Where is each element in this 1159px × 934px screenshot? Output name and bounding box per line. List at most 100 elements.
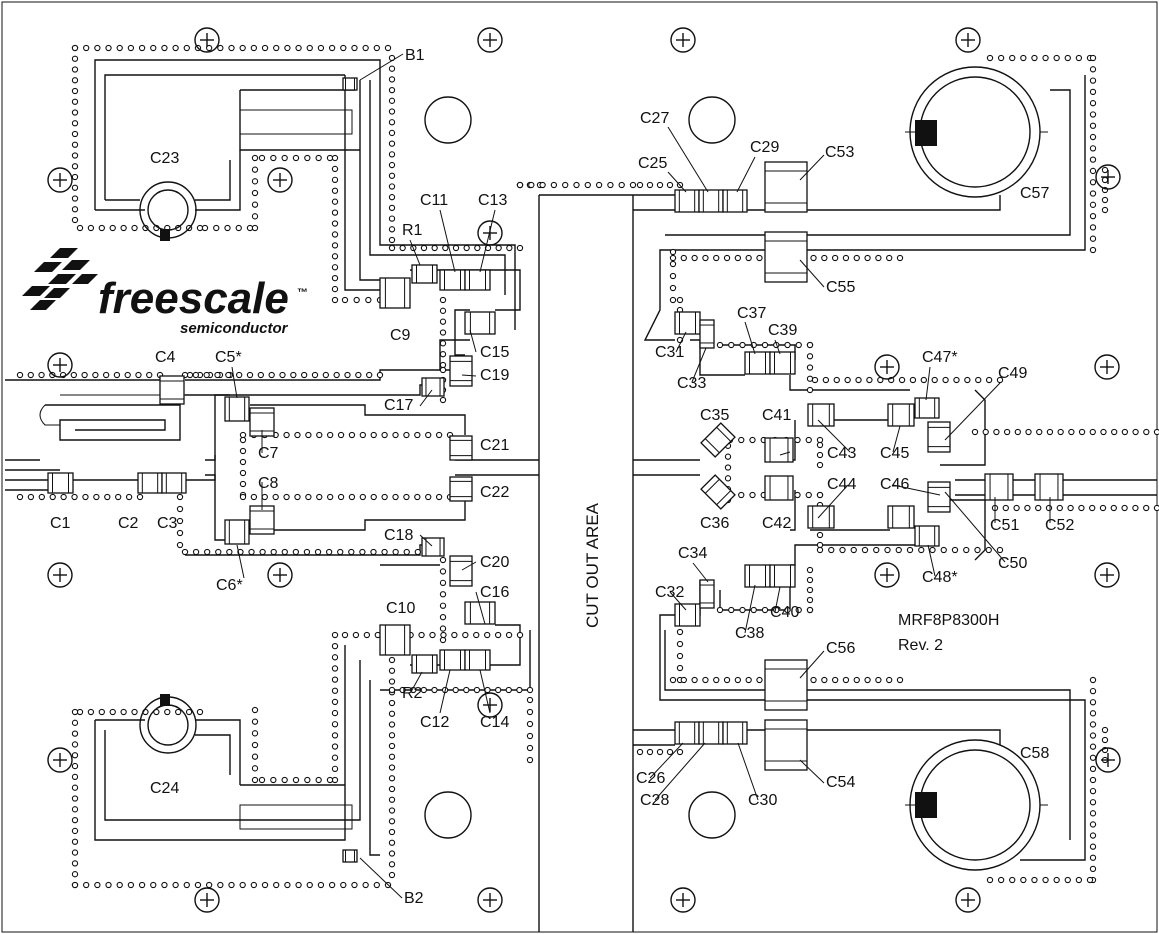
via-icon: [92, 371, 99, 379]
via-icon: [311, 371, 319, 379]
leader-line: [817, 484, 849, 519]
via-icon: [1089, 810, 1097, 817]
via-icon: [806, 375, 814, 382]
via-icon: [816, 491, 824, 499]
smd-capacitor-icon: [464, 269, 491, 291]
via-icon: [71, 871, 79, 878]
via-icon: [366, 371, 373, 379]
smd-capacitor-icon: [464, 649, 491, 671]
via-icon: [1089, 246, 1097, 254]
via-icon: [724, 453, 732, 460]
via-icon: [251, 154, 259, 162]
via-icon: [331, 220, 339, 227]
via-icon: [986, 54, 994, 62]
via-icon: [516, 244, 524, 252]
label-C17: C17: [384, 397, 413, 414]
via-icon: [388, 129, 396, 137]
via-icon: [71, 762, 79, 770]
plus-circle-icon: [47, 167, 73, 193]
trimmer-inner-icon: [147, 189, 189, 231]
via-icon: [365, 296, 372, 304]
via-icon: [669, 254, 677, 262]
label-C29: C29: [750, 139, 779, 156]
chip-capacitor-icon: [379, 624, 411, 656]
via-icon: [975, 376, 982, 384]
via-icon: [1143, 504, 1150, 512]
via-icon: [331, 665, 339, 672]
via-icon: [1101, 726, 1109, 734]
via-icon: [392, 493, 399, 501]
via-icon: [1089, 122, 1097, 129]
via-icon: [388, 161, 396, 169]
via-icon: [1078, 428, 1086, 436]
via-icon: [250, 493, 258, 501]
via-icon: [331, 687, 339, 694]
via-icon: [326, 154, 334, 162]
via-icon: [388, 678, 396, 685]
large-hole-icon: [688, 791, 736, 839]
via-icon: [669, 676, 677, 684]
via-icon: [172, 881, 179, 889]
via-icon: [1089, 787, 1097, 795]
label-C54: C54: [826, 774, 855, 791]
leader-line: [944, 382, 1001, 441]
via-icon: [756, 676, 763, 684]
smd-capacitor-icon: [137, 472, 163, 494]
via-icon: [290, 371, 297, 379]
via-icon: [526, 720, 534, 728]
via-icon: [806, 586, 814, 594]
label-C45: C45: [880, 445, 909, 462]
label-C21: C21: [480, 437, 509, 454]
via-icon: [71, 195, 79, 202]
leader-line: [892, 425, 901, 453]
via-icon: [439, 591, 447, 598]
plus-circle-icon: [1095, 747, 1121, 773]
leader-line: [479, 669, 491, 714]
via-icon: [1089, 201, 1097, 208]
via-icon: [1143, 428, 1150, 436]
via-icon: [1132, 504, 1139, 512]
label-C52: C52: [1045, 517, 1074, 534]
via-icon: [315, 776, 322, 784]
via-icon: [584, 181, 591, 189]
via-icon: [734, 254, 742, 262]
via-icon: [816, 541, 824, 549]
large-trimmer-tab-icon: [915, 120, 937, 146]
via-icon: [251, 765, 259, 772]
via-icon: [439, 636, 447, 644]
via-icon: [442, 244, 449, 252]
via-icon: [1099, 504, 1107, 512]
via-icon: [750, 606, 757, 614]
label-C35: C35: [700, 407, 729, 424]
via-icon: [669, 284, 677, 292]
bead-icon: [342, 849, 358, 863]
via-icon: [805, 491, 812, 499]
via-icon: [1089, 179, 1097, 186]
label-C14: C14: [480, 714, 509, 731]
via-icon: [214, 371, 221, 379]
via-icon: [104, 493, 111, 501]
via-icon: [71, 708, 79, 716]
via-icon: [331, 296, 339, 304]
via-icon: [739, 606, 746, 614]
chip-capacitor-icon: [764, 161, 808, 213]
label-C39: C39: [768, 322, 797, 339]
via-icon: [439, 329, 447, 336]
via-icon: [1089, 100, 1097, 107]
via-icon: [71, 493, 78, 501]
label-C50: C50: [998, 555, 1027, 572]
via-icon: [388, 742, 396, 750]
via-icon: [713, 676, 720, 684]
via-icon: [506, 244, 513, 252]
via-icon: [669, 260, 677, 268]
via-icon: [306, 881, 313, 889]
large-hole-icon: [688, 96, 736, 144]
smd-capacitor-icon: [927, 421, 951, 453]
via-icon: [702, 254, 709, 262]
via-icon: [691, 676, 698, 684]
via-icon: [1002, 504, 1009, 512]
label-C47: C47*: [922, 349, 958, 366]
via-icon: [716, 341, 724, 349]
via-icon: [724, 464, 732, 471]
via-icon: [150, 881, 157, 889]
